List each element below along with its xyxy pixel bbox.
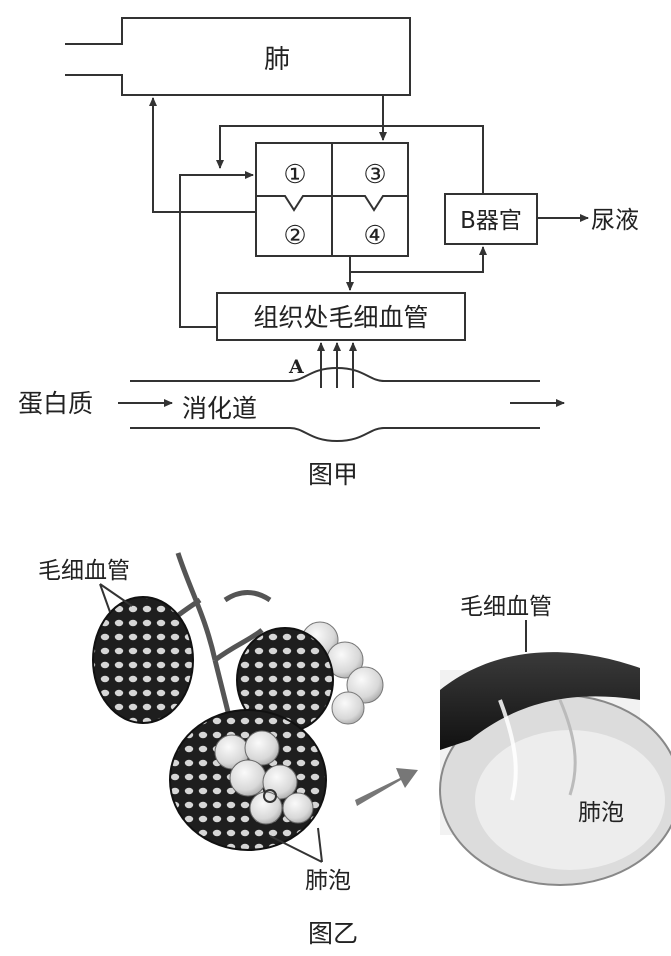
organ-b-label: B器官 (460, 208, 522, 234)
alveolus (230, 760, 266, 796)
alveoli-illustration: 毛细血管 肺泡 毛细血管 肺泡 图乙 (38, 553, 671, 948)
zoom-arrow (355, 768, 418, 806)
lung-label: 肺 (264, 45, 290, 75)
tract-upper-wall (130, 368, 540, 381)
tract-lower-wall (130, 428, 540, 441)
digestive-tract-label: 消化道 (182, 394, 257, 423)
figure-b-caption: 图乙 (308, 919, 358, 948)
chamber-4: ④ (363, 221, 386, 251)
circulation-diagram: 肺 ① ② ③ ④ B器官 尿液 组织处毛细血管 A (18, 18, 639, 489)
alveoli-label-right: 肺泡 (578, 800, 624, 826)
alveolus (283, 793, 313, 823)
chamber-3: ③ (363, 160, 386, 190)
chamber-2: ② (283, 221, 306, 251)
heart-to-lung-arrow (153, 98, 256, 212)
urine-label: 尿液 (591, 206, 639, 234)
lung-box (65, 18, 410, 95)
capillary-label-right: 毛细血管 (460, 594, 552, 620)
tissue-capillary-label: 组织处毛细血管 (253, 303, 428, 332)
alveolus (332, 692, 364, 724)
capillary-label-left: 毛细血管 (38, 558, 130, 584)
magnified-view (440, 652, 671, 885)
chamber-1: ① (283, 160, 306, 190)
alveolar-sac-left (93, 597, 193, 723)
label-a: A (288, 356, 304, 378)
alveolus (250, 792, 282, 824)
alveolus-lumen (475, 730, 665, 870)
figure-a-caption: 图甲 (308, 460, 358, 489)
alveoli-label-left: 肺泡 (305, 868, 351, 894)
protein-label: 蛋白质 (18, 389, 93, 418)
